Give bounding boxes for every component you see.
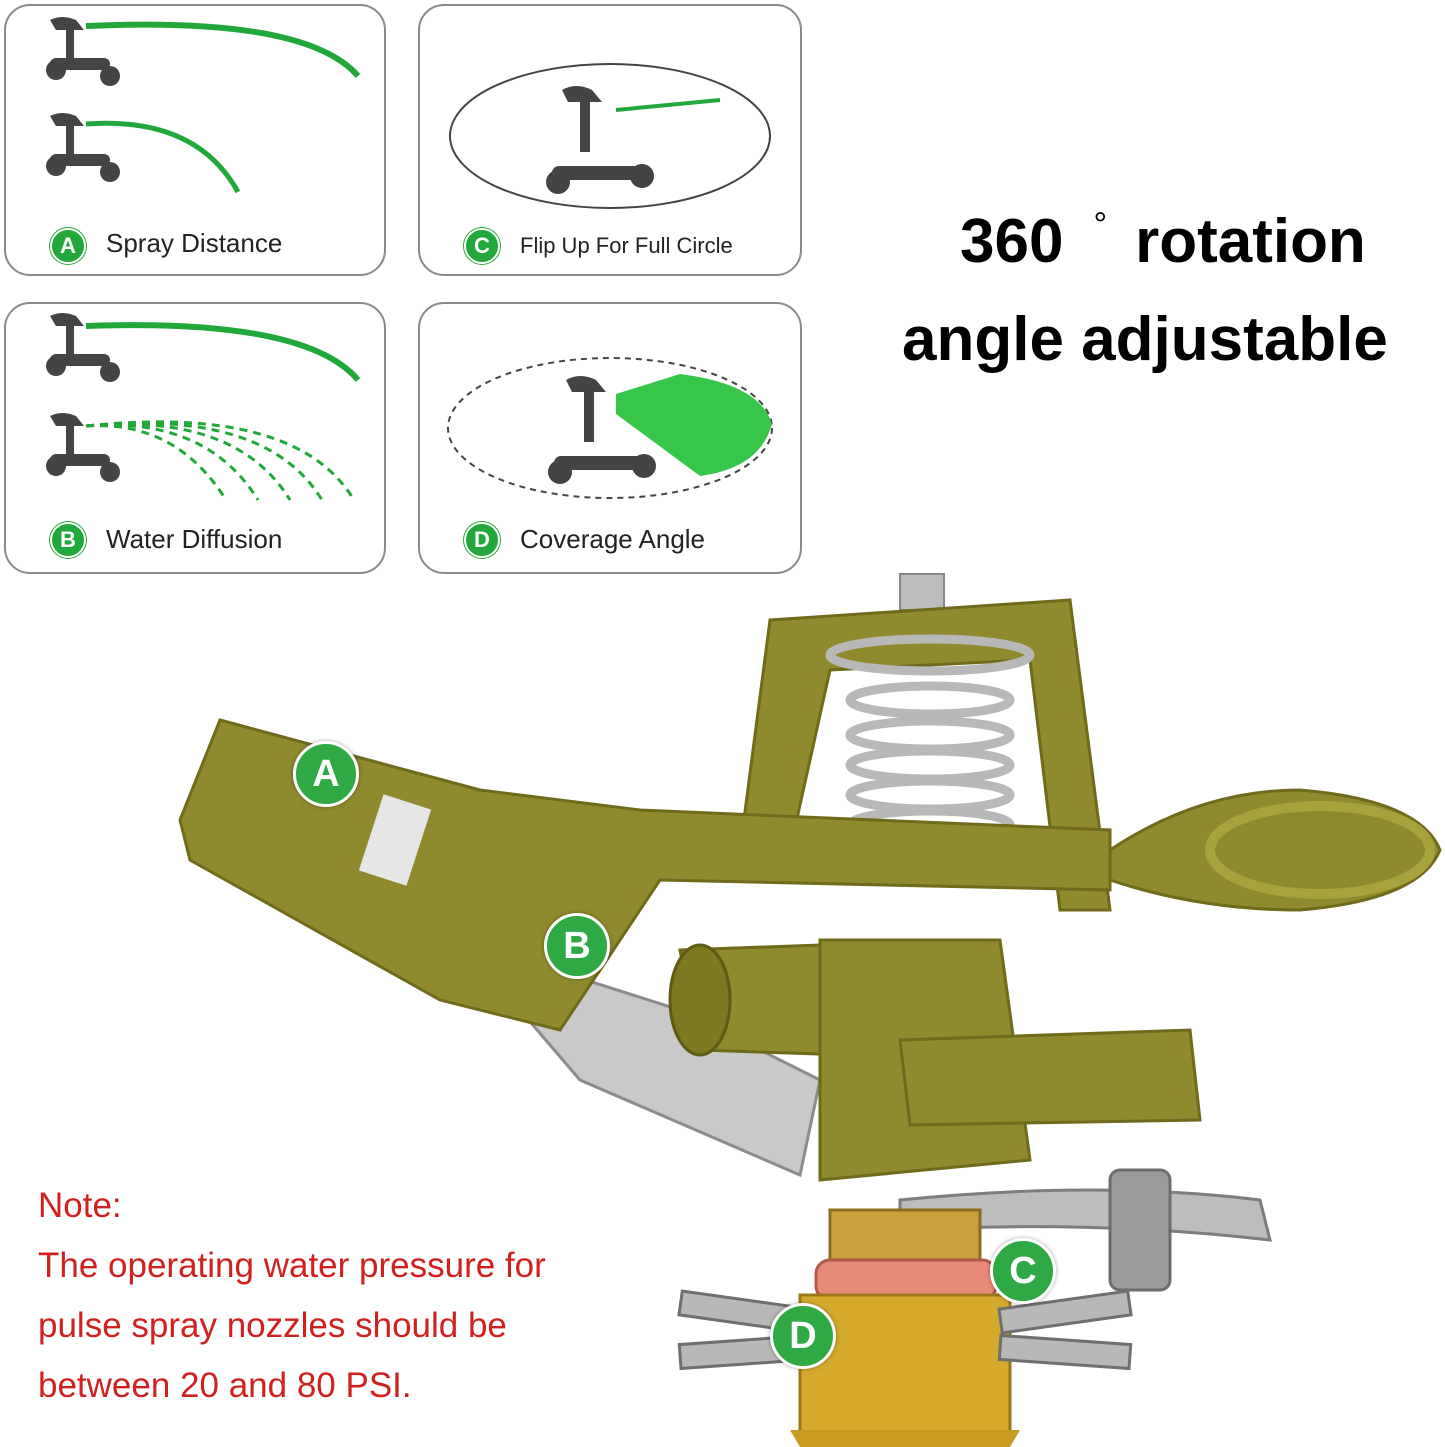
badge-d: D <box>464 522 500 558</box>
sprinkler-product-image <box>178 573 1442 1447</box>
panel-label-water-diffusion: Water Diffusion <box>106 524 283 554</box>
panel-label-full-circle: Flip Up For Full Circle <box>520 233 733 258</box>
spray-distance-illustration <box>46 17 361 194</box>
headline-number: 360 <box>960 207 1064 276</box>
note-line-3: between 20 and 80 PSI. <box>38 1366 412 1405</box>
panel-label-coverage-angle: Coverage Angle <box>520 524 706 554</box>
callout-c: C <box>990 1238 1056 1304</box>
base-blades <box>677 1289 1133 1371</box>
degree-symbol: ° <box>1093 206 1108 244</box>
callout-d: D <box>770 1303 836 1369</box>
callout-b: B <box>544 913 610 979</box>
note-title: Note: <box>38 1186 122 1225</box>
headline-line-2: angle adjustable <box>902 305 1388 374</box>
headline-rotation: rotation <box>1135 207 1366 276</box>
note-line-2: pulse spray nozzles should be <box>38 1306 507 1345</box>
panel-full-circle: C Flip Up For Full Circle <box>418 4 802 276</box>
side-bracket <box>898 1028 1202 1127</box>
main-arm <box>178 718 1112 1032</box>
panel-label-spray-distance: Spray Distance <box>106 228 283 258</box>
badge-b: B <box>50 522 86 558</box>
panel-spray-distance: A Spray Distance <box>4 4 386 276</box>
badge-a: A <box>50 228 86 264</box>
water-diffusion-illustration <box>46 313 361 501</box>
brass-base <box>798 1293 1012 1437</box>
right-paddle <box>1108 788 1442 912</box>
reversing-clip <box>898 1188 1272 1242</box>
panel-coverage-angle: D Coverage Angle <box>418 302 802 574</box>
spring <box>825 634 1035 844</box>
pressure-note: Note: The operating water pressure for p… <box>38 1176 546 1416</box>
full-circle-illustration <box>449 63 771 209</box>
coverage-angle-illustration <box>447 357 773 499</box>
note-line-1: The operating water pressure for <box>38 1246 546 1285</box>
callout-a: A <box>293 741 359 807</box>
badge-c: C <box>464 228 500 264</box>
headline-line-1: 360 ° rotation <box>960 206 1366 277</box>
top-pin <box>899 573 945 611</box>
panel-water-diffusion: B Water Diffusion <box>4 302 386 574</box>
